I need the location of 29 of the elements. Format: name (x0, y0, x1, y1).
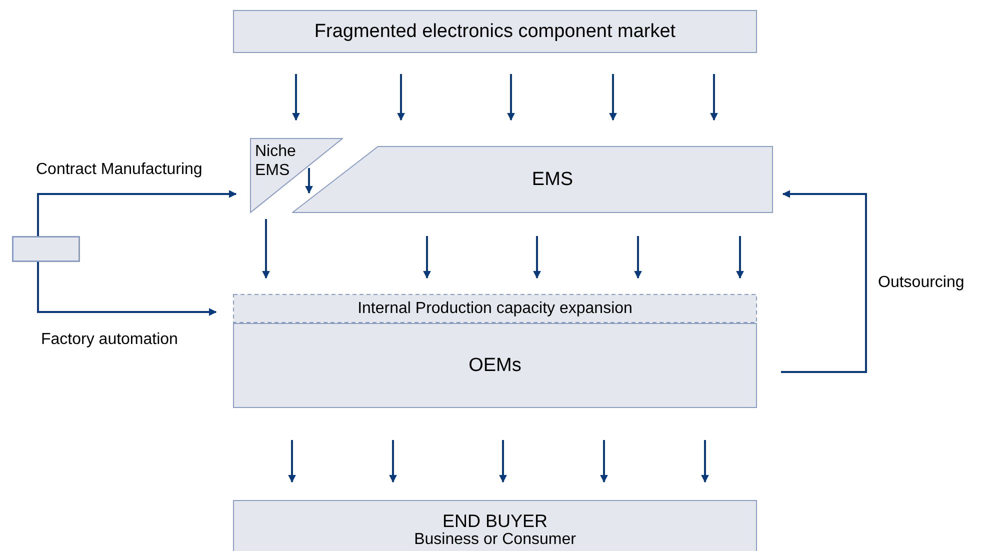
arrow (262, 219, 270, 279)
arrow (507, 74, 515, 121)
edge-label: Factory automation (41, 330, 178, 350)
arrow (781, 190, 867, 373)
arrow (397, 74, 405, 121)
arrow (389, 440, 397, 483)
arrow (634, 236, 642, 279)
arrow (499, 440, 507, 483)
arrow (609, 74, 617, 121)
node-label: Niche EMS (255, 142, 297, 180)
arrow (736, 236, 744, 279)
node-label: Fragmented electronics component market (314, 20, 676, 42)
arrow (37, 262, 217, 316)
edge-label: Outsourcing (878, 273, 964, 293)
edge-label: Contract Manufacturing (36, 160, 202, 180)
arrow (423, 236, 431, 279)
arrow (288, 440, 296, 483)
arrow (533, 236, 541, 279)
arrow (305, 168, 313, 194)
node-label: OEMs (468, 354, 522, 376)
arrow (710, 74, 718, 121)
arrow (701, 440, 709, 483)
node-label: EMS (532, 168, 574, 190)
node-label: END BUYER (442, 511, 548, 531)
arrow (37, 190, 237, 236)
node-label: Business or Consumer (414, 531, 576, 549)
node-label: Internal Production capacity expansion (358, 298, 632, 318)
arrow (600, 440, 608, 483)
arrow (292, 74, 300, 121)
